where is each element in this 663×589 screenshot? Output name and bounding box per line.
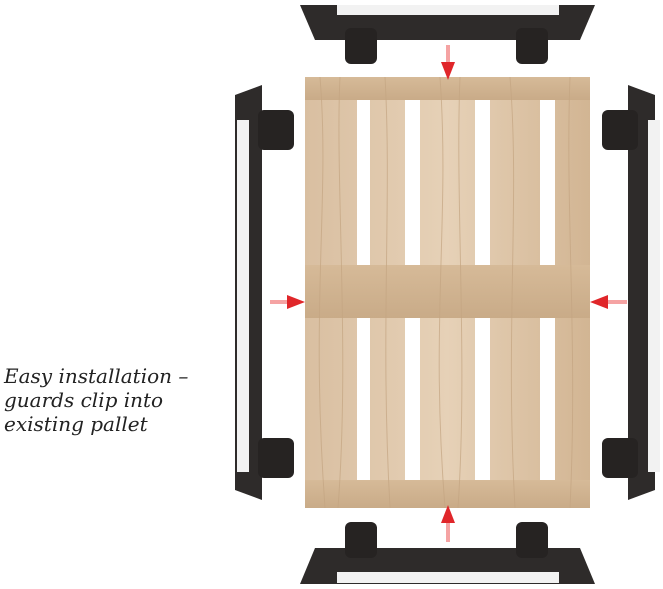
top-stringer (305, 77, 590, 100)
arrow-right-icon (270, 295, 305, 309)
bottom-stringer (305, 480, 590, 508)
caption-line-2: guards clip into (4, 388, 164, 412)
arrow-left-icon (590, 295, 627, 309)
left-edge-guard (235, 85, 294, 500)
caption-line-1: Easy installation – (4, 364, 189, 388)
top-edge-guard (300, 5, 595, 64)
arrow-up-icon (441, 505, 455, 542)
pallet-gaps (357, 100, 555, 480)
right-edge-guard (602, 85, 660, 500)
pallet (305, 76, 590, 509)
caption-line-3: existing pallet (4, 412, 148, 436)
caption: Easy installation – guards clip into exi… (4, 364, 224, 436)
bottom-edge-guard (300, 522, 595, 584)
middle-stringer (305, 265, 590, 318)
arrows (270, 45, 627, 542)
arrow-down-icon (441, 45, 455, 80)
